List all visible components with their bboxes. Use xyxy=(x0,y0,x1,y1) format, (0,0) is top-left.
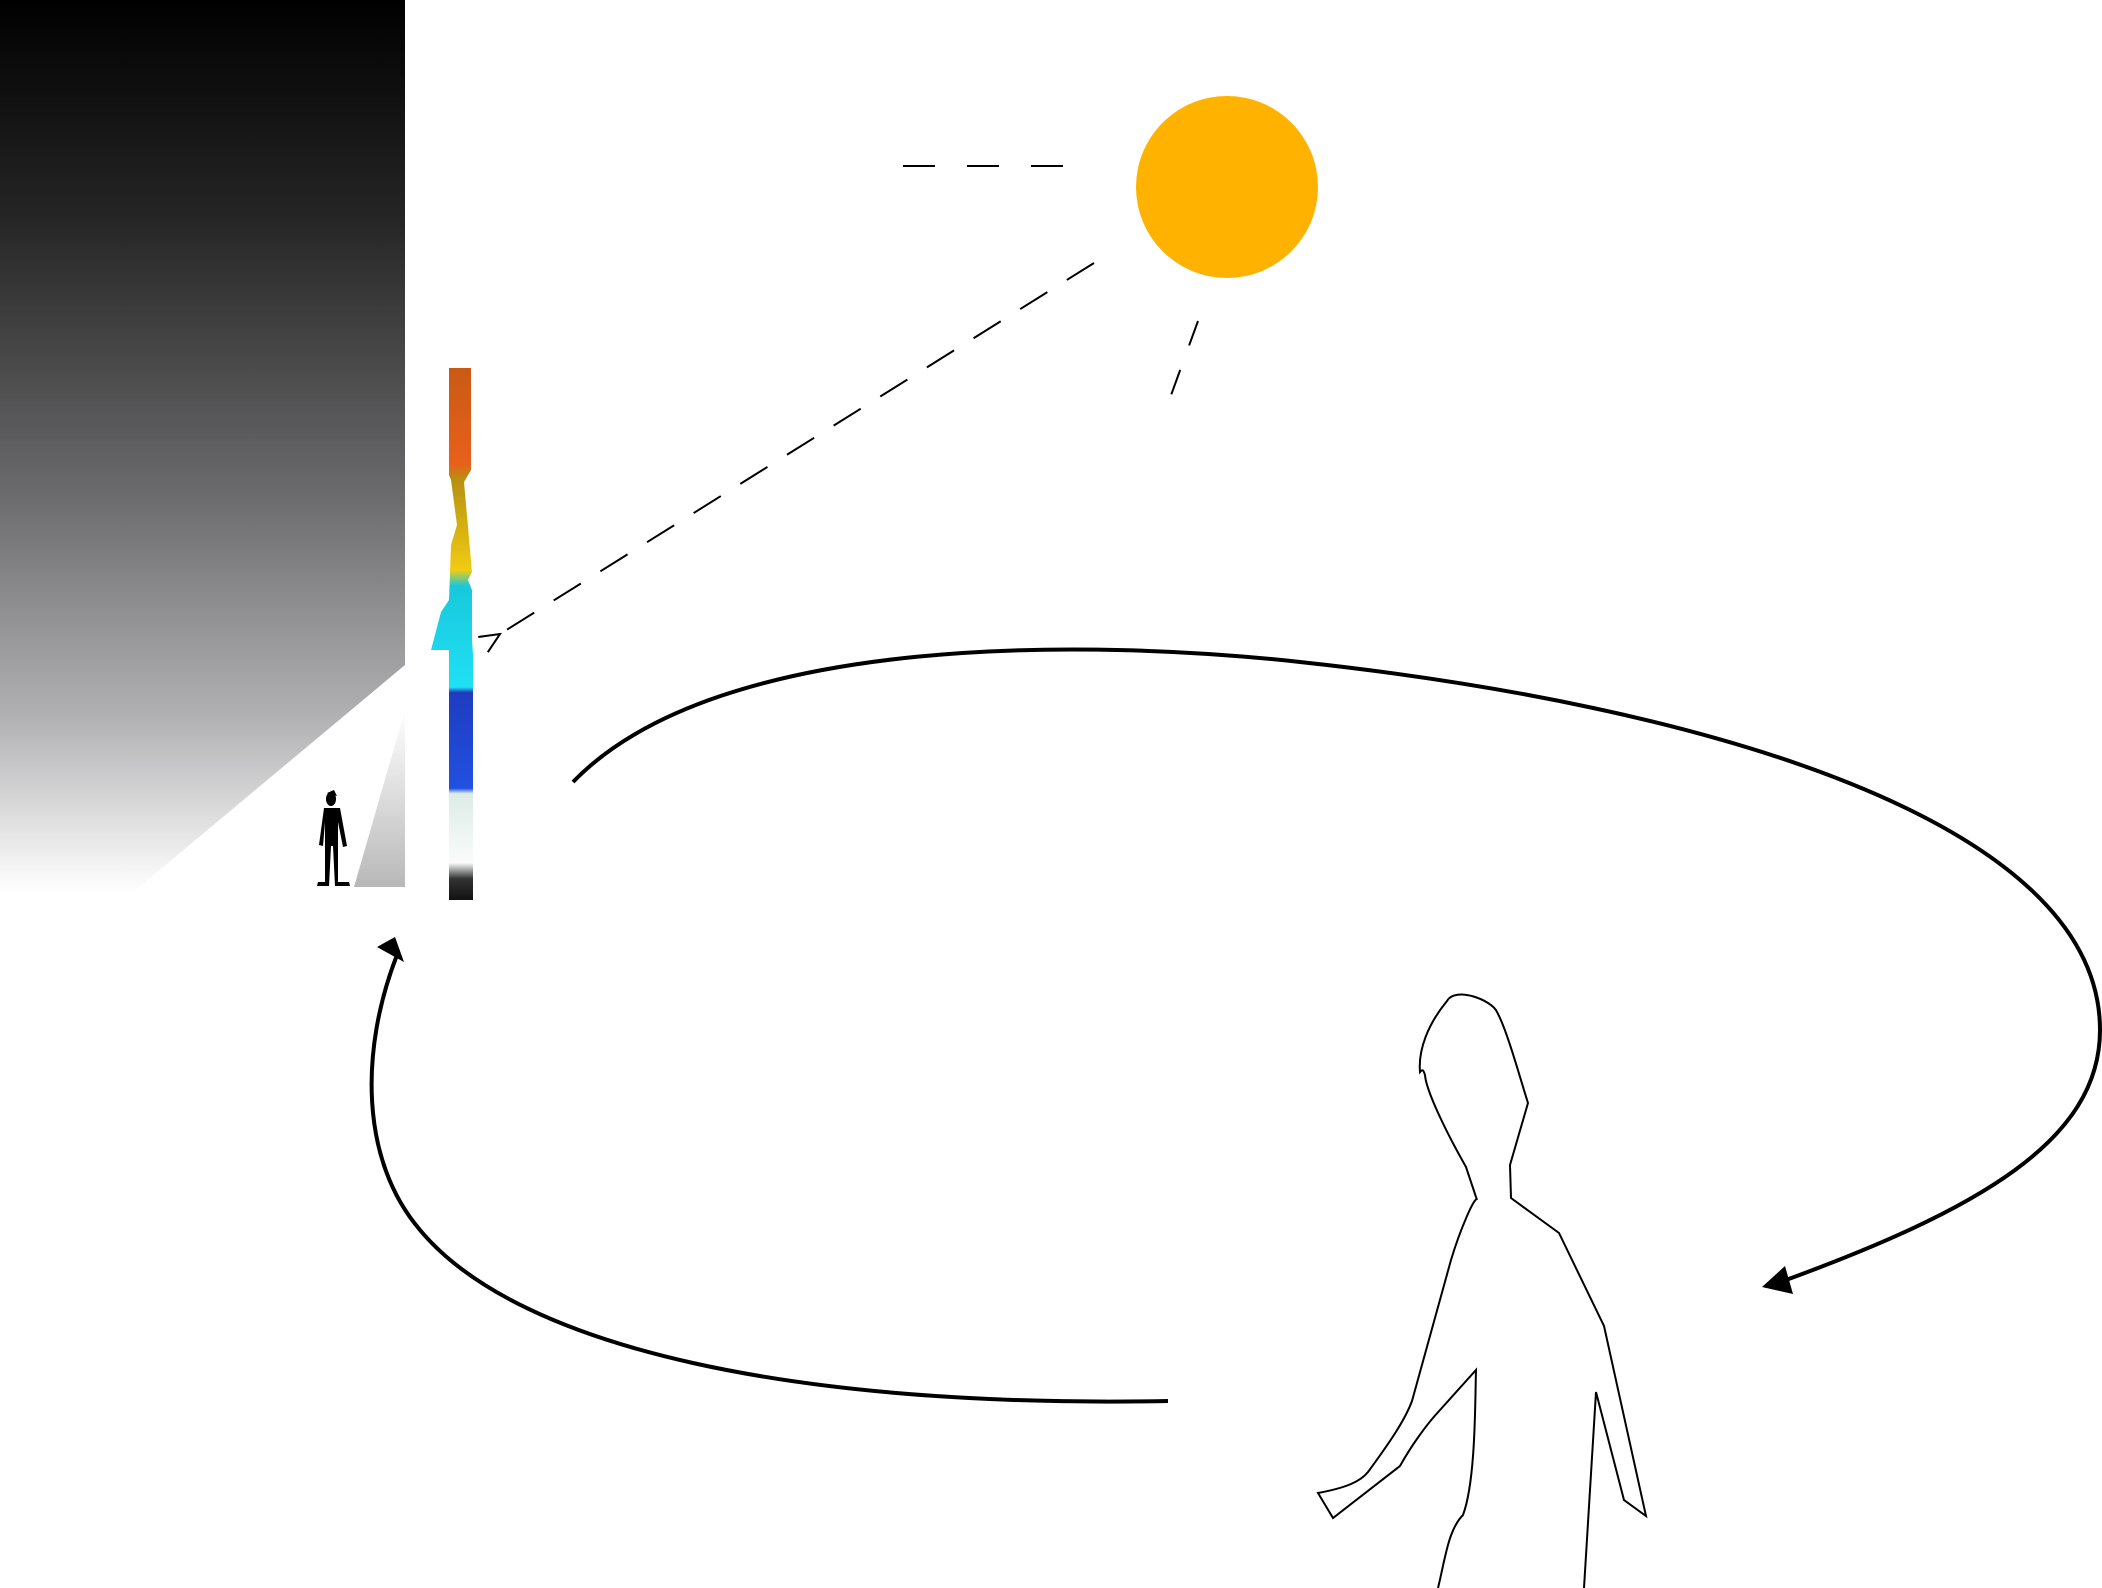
color-strip xyxy=(431,368,473,900)
person-outline-icon xyxy=(1318,994,1646,1588)
person-silhouette-icon xyxy=(317,790,350,886)
light-beam xyxy=(354,710,405,887)
sunlight-arrow xyxy=(500,263,1094,634)
arrowhead-icon xyxy=(377,937,404,962)
gradient-panel xyxy=(0,0,405,893)
sun-ray-dashed xyxy=(1170,321,1198,398)
arrowhead-icon xyxy=(1762,1266,1793,1294)
cycle-arrow xyxy=(573,649,2100,1284)
cycle-arrow xyxy=(372,955,1168,1402)
sun-icon xyxy=(1136,96,1318,278)
